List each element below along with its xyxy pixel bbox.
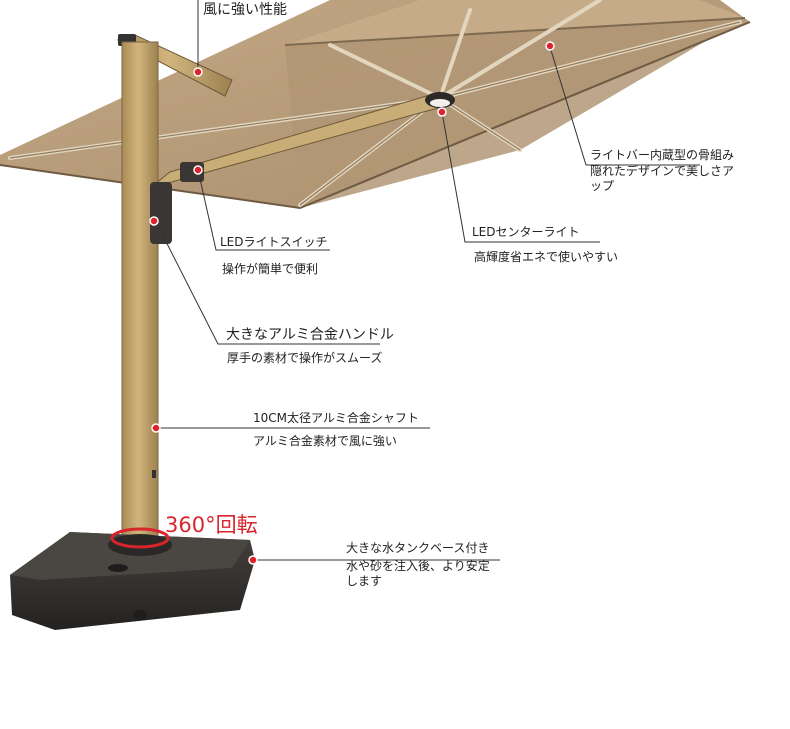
callout-led-switch-desc: 操作が簡単で便利: [222, 262, 319, 276]
red-dot-markers: [149, 41, 555, 565]
callout-led-center-title: LEDセンターライト: [472, 225, 580, 239]
callout-wind: 風に強い性能: [203, 2, 287, 18]
callout-led-switch-title: LEDライトスイッチ: [220, 235, 328, 249]
pole: [121, 41, 204, 543]
marker-icon: [149, 216, 159, 226]
callout-base-title: 大きな水タンクベース付き: [346, 541, 490, 555]
callout-handle-desc: 厚手の素材で操作がスムーズ: [227, 351, 383, 365]
canopy: [0, 0, 751, 210]
callout-shaft-title: 10CM太径アルミ合金シャフト: [253, 411, 419, 425]
marker-icon: [151, 423, 161, 433]
rotation-ring-icon: [110, 527, 170, 549]
rotation-label: 360°回転: [165, 513, 258, 537]
marker-icon: [193, 67, 203, 77]
callout-lightbar-title: ライトバー内蔵型の骨組み: [590, 148, 735, 162]
marker-icon: [248, 555, 258, 565]
marker-icon: [545, 41, 555, 51]
callout-led-center-desc: 高輝度省エネで使いやすい: [474, 250, 619, 264]
water-tank-base: [10, 532, 255, 630]
marker-icon: [437, 107, 447, 117]
callout-lightbar-desc: 隠れたデザインで美しさアップ: [590, 164, 735, 193]
callout-base-desc: 水や砂を注入後、より安定します: [346, 559, 490, 588]
marker-icon: [193, 165, 203, 175]
callout-handle-title: 大きなアルミ合金ハンドル: [226, 327, 394, 343]
callout-lines: [155, 0, 700, 561]
callout-shaft-desc: アルミ合金素材で風に強い: [253, 434, 397, 448]
